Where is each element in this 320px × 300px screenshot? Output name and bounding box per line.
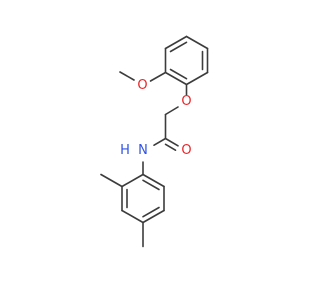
bond — [142, 209, 165, 224]
amide-hydrogen-label: H — [120, 143, 130, 158]
bond — [153, 137, 167, 146]
bond — [121, 173, 144, 188]
carbonyl-oxygen-label: O — [181, 143, 191, 158]
methyl-bond — [100, 173, 123, 188]
bond — [119, 71, 135, 81]
double-bond-inner — [142, 179, 160, 191]
dimethylphenyl-ring — [100, 173, 165, 248]
bond — [164, 106, 179, 116]
bond — [164, 71, 188, 86]
double-bond-inner — [164, 143, 177, 151]
bond — [164, 137, 179, 147]
oxyacetyl-chain — [142, 83, 188, 176]
bond — [164, 35, 188, 50]
methoxy-oxygen-label: O — [137, 78, 147, 93]
methoxy-group — [119, 71, 167, 82]
bond — [185, 71, 209, 86]
methoxyphenyl-ring — [164, 35, 209, 86]
double-bond-inner — [142, 206, 160, 218]
bond — [185, 35, 209, 50]
ether-oxygen-label: O — [181, 94, 191, 109]
bond — [142, 173, 165, 188]
double-bond-inner — [169, 41, 188, 53]
bond — [121, 209, 144, 224]
molecule-structure-diagram: O O O N H — [100, 35, 209, 248]
atom-labels: O O O N H — [120, 78, 192, 158]
double-bond-inner — [169, 68, 188, 80]
amide-nitrogen-label: N — [138, 143, 148, 158]
bond — [149, 71, 167, 82]
